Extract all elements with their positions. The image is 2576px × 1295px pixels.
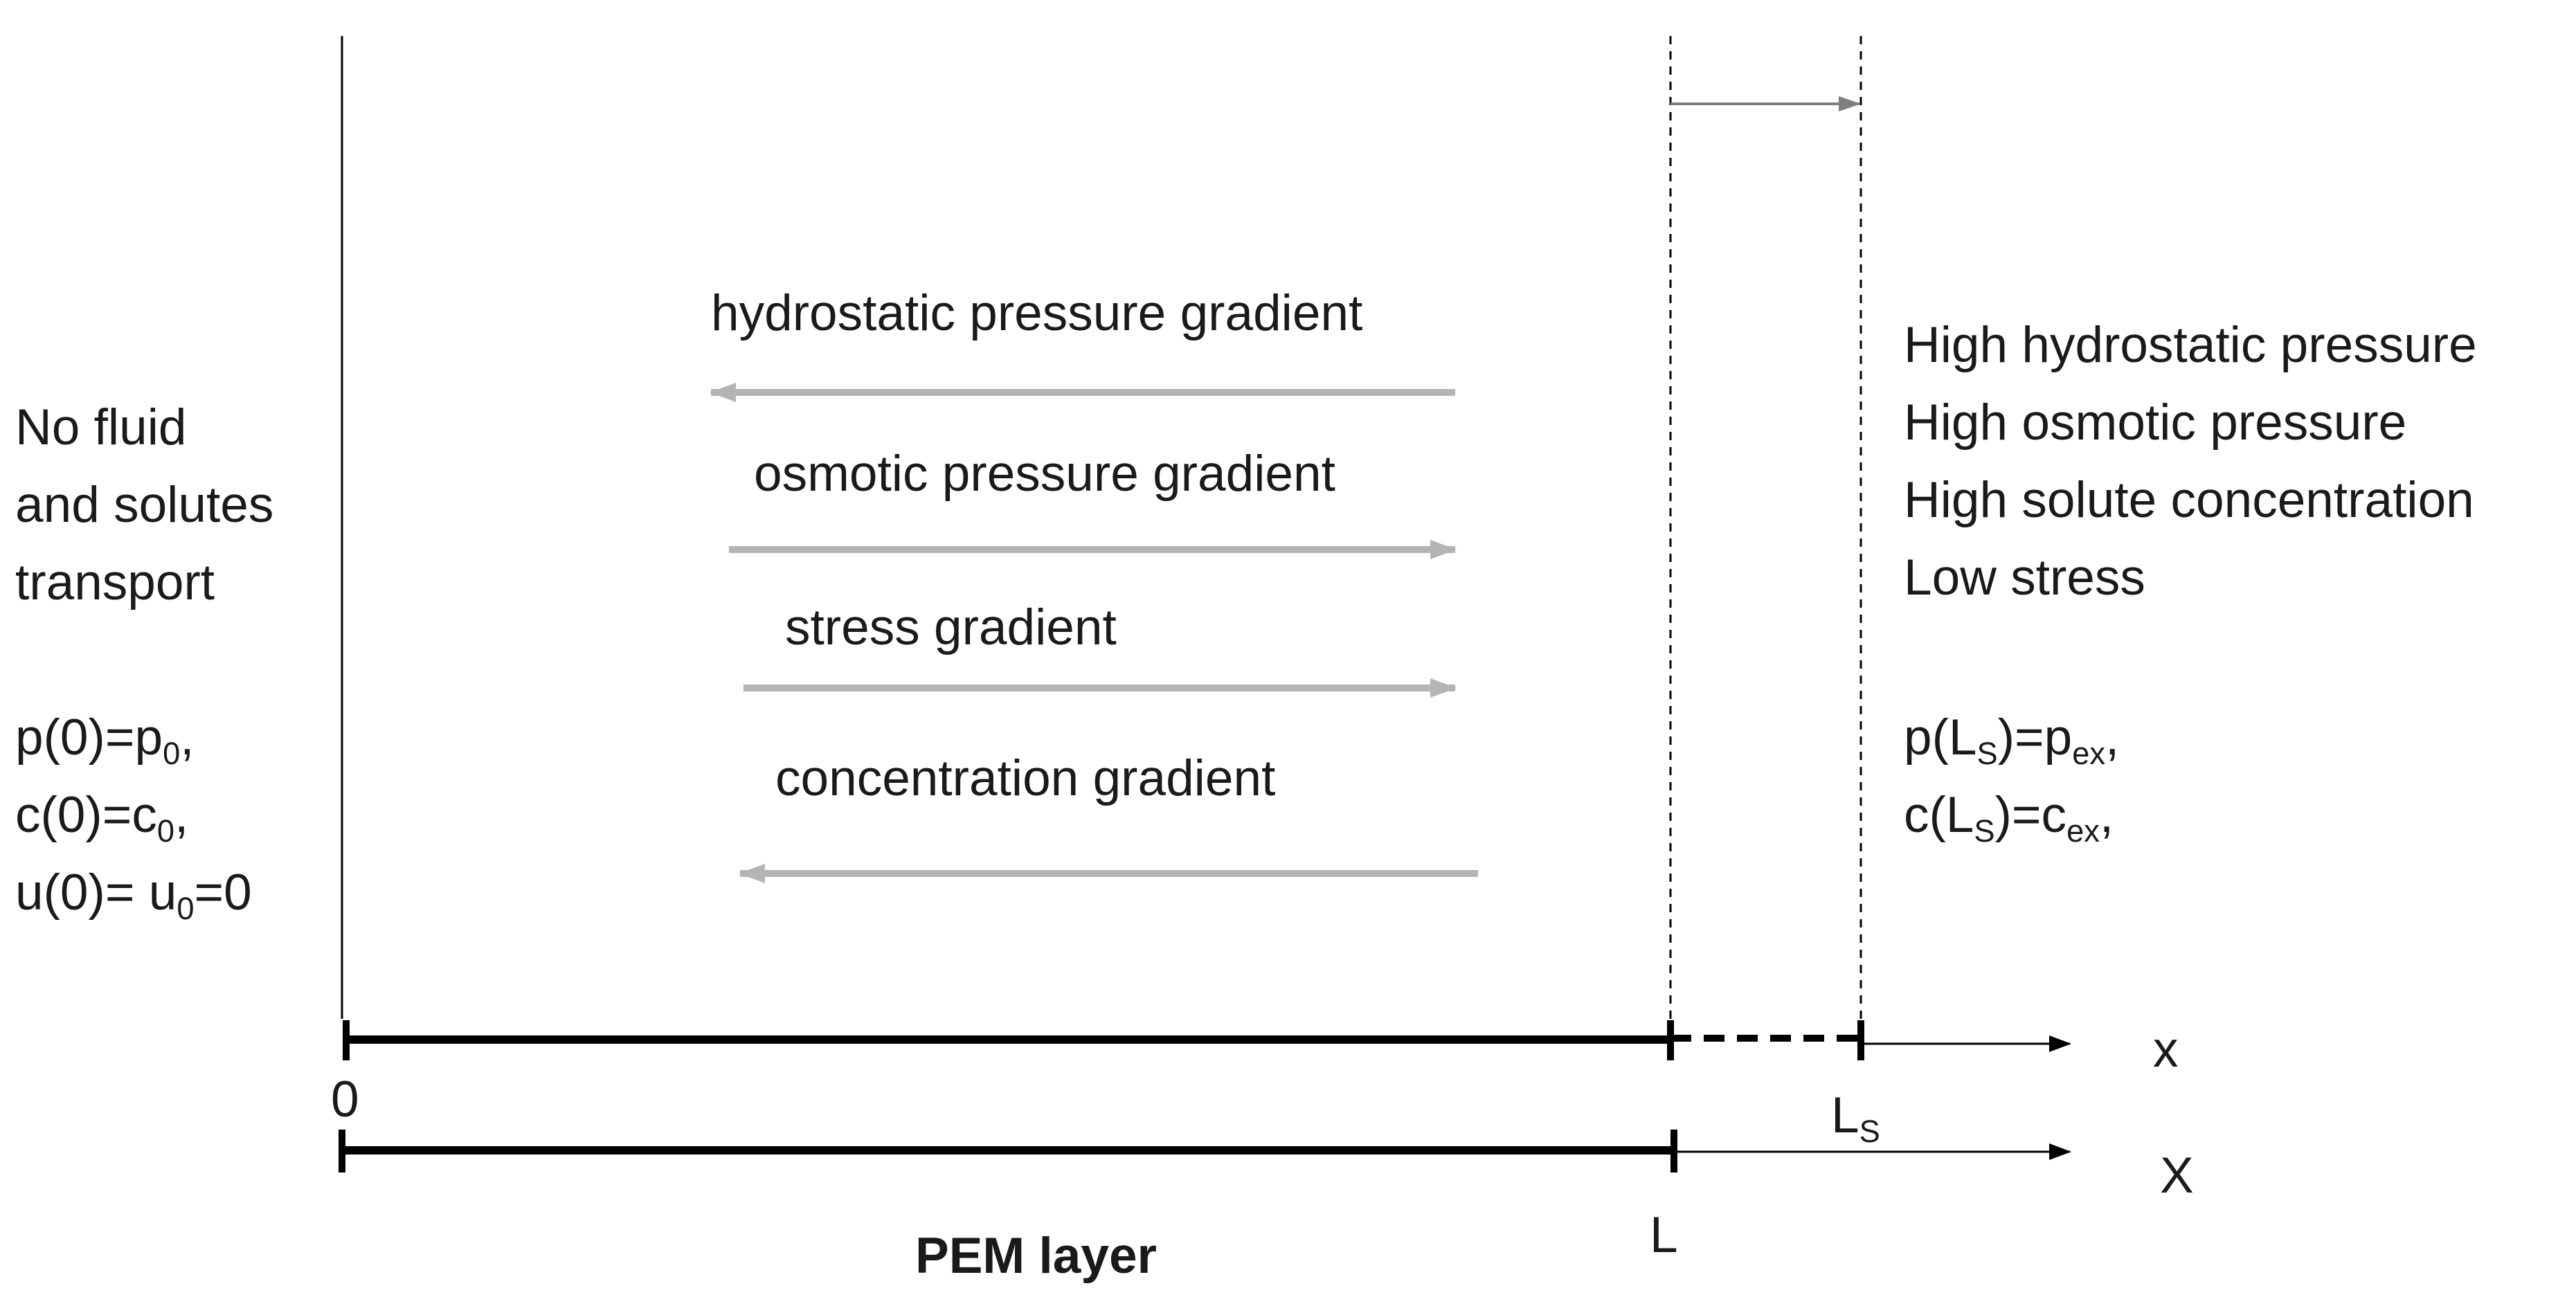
left-description-line-1: No fluid	[15, 399, 187, 455]
bc-cLs-sub2: ex	[2066, 813, 2100, 849]
osmotic-gradient-label: osmotic pressure gradient	[754, 446, 1335, 502]
right-boundary-conditions: p(LS)=pex, c(LS)=cex,	[1904, 699, 2119, 854]
bc-c0-sub: 0	[156, 813, 175, 849]
Ls-sub: S	[1859, 1114, 1880, 1150]
bc-cLs-mid: )=c	[1994, 787, 2067, 843]
bc-u0-prefix: u(0)= u	[15, 864, 177, 921]
bc-cLs-sub1: S	[1974, 813, 1995, 849]
bc-p0: p(0)=p0,	[15, 699, 252, 777]
Ls-main: L	[1831, 1087, 1859, 1143]
bc-u0-sub: 0	[177, 891, 195, 927]
left-boundary-conditions: p(0)=p0, c(0)=c0, u(0)= u0=0	[15, 699, 252, 932]
bc-pLs-suffix: ,	[2105, 709, 2120, 766]
bc-pLs-mid: )=p	[1997, 709, 2073, 766]
bc-cLs-prefix: c(L	[1904, 787, 1974, 843]
hydrostatic-gradient-label: hydrostatic pressure gradient	[711, 285, 1363, 341]
bc-pLs-sub1: S	[1976, 736, 1998, 772]
bc-p0-suffix: ,	[180, 709, 195, 766]
bc-p0-prefix: p(0)=p	[15, 709, 163, 766]
right-description-line-2: High osmotic pressure	[1904, 395, 2407, 451]
origin-label: 0	[331, 1071, 359, 1128]
right-description-line-1: High hydrostatic pressure	[1904, 317, 2477, 373]
right-description-line-4: Low stress	[1904, 550, 2145, 606]
bc-pLs-sub2: ex	[2072, 736, 2106, 772]
X-axis-label: X	[2160, 1148, 2194, 1204]
bc-c0-suffix: ,	[174, 787, 189, 843]
bc-cLs-suffix: ,	[2099, 787, 2114, 843]
bc-pLs-prefix: p(L	[1904, 709, 1977, 766]
left-description: No fluid and solutes transport	[15, 389, 273, 622]
bc-p0-sub: 0	[163, 736, 181, 772]
concentration-gradient-label: concentration gradient	[775, 750, 1276, 806]
L-label: L	[1650, 1207, 1678, 1263]
right-description: High hydrostatic pressure High osmotic p…	[1904, 307, 2477, 617]
bc-pLs: p(LS)=pex,	[1904, 699, 2119, 777]
stress-gradient-label: stress gradient	[785, 599, 1117, 655]
bc-u0: u(0)= u0=0	[15, 854, 252, 932]
bc-cLs: c(LS)=cex,	[1904, 777, 2119, 854]
Ls-label: LS	[1831, 1087, 1880, 1148]
bc-u0-suffix: =0	[194, 864, 252, 921]
bc-c0: c(0)=c0,	[15, 777, 252, 854]
left-description-line-3: transport	[15, 554, 215, 610]
x-axis-label: x	[2153, 1022, 2179, 1078]
bc-c0-prefix: c(0)=c	[15, 787, 157, 843]
left-description-line-2: and solutes	[15, 477, 274, 533]
right-description-line-3: High solute concentration	[1904, 472, 2474, 528]
pem-layer-label: PEM layer	[915, 1228, 1157, 1284]
